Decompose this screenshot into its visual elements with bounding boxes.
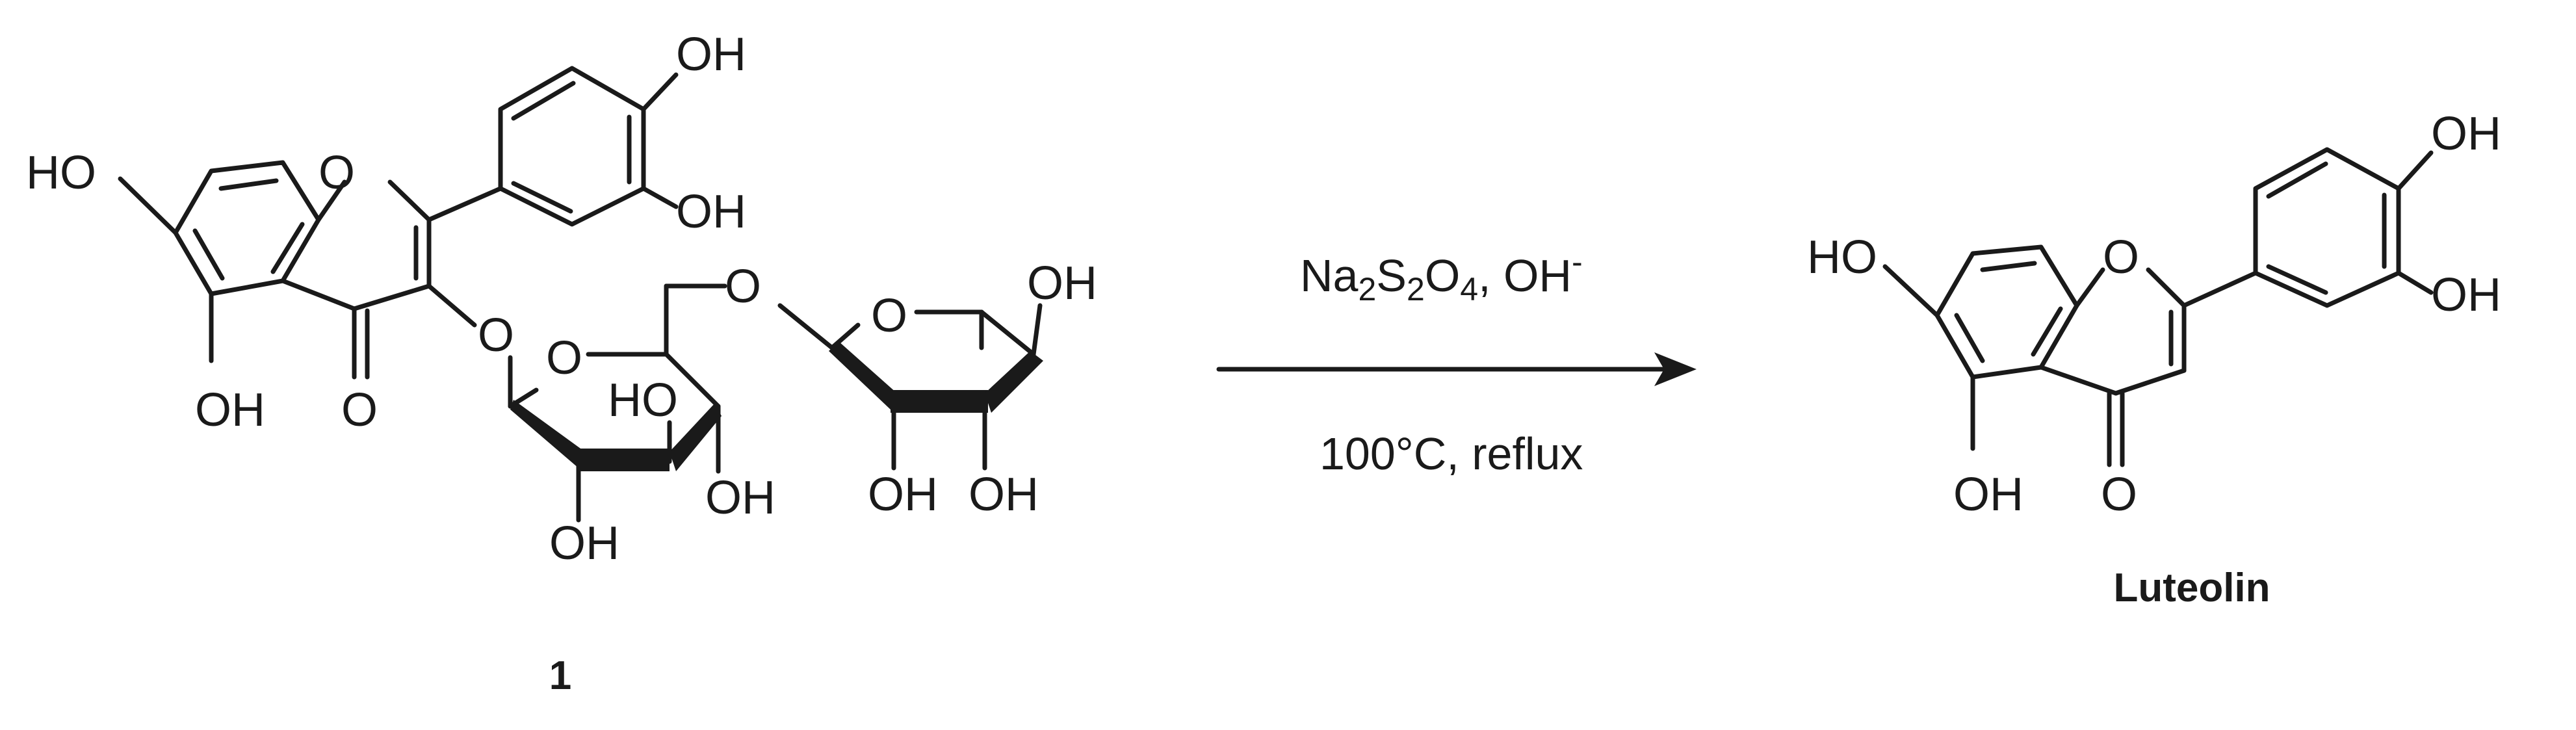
reactant-structure: HO O OH OH OH O O O O O HO OH OH OH OH O… xyxy=(26,29,1097,698)
reaction-arrow-group: Na2S2O4, OH- 100°C, reflux xyxy=(1216,244,1697,479)
reactant-linker-o: O xyxy=(725,261,761,313)
reactant-oh-5: OH xyxy=(195,384,265,436)
product-carbonyl-o: O xyxy=(2101,469,2137,521)
reactant-ring-o: O xyxy=(319,147,355,199)
product-oh-b4: OH xyxy=(2431,108,2501,160)
reactant-oh-b3: OH xyxy=(676,186,746,238)
reactant-glucose-ring-o: O xyxy=(546,332,582,384)
product-ring-o: O xyxy=(2103,231,2139,283)
temperature-label: 100°C, reflux xyxy=(1320,428,1583,479)
reactant-compound-number: 1 xyxy=(549,653,571,698)
reactant-ring-a xyxy=(173,160,321,296)
reactant-rhamnose xyxy=(777,303,1043,471)
product-ring-c xyxy=(2038,267,2187,467)
product-oh-5: OH xyxy=(1953,469,2023,521)
reactant-rhamnose-ring-o: O xyxy=(871,290,907,342)
reactant-glucose-oh-2: OH xyxy=(549,517,619,569)
reactant-rhamnose-oh-4: OH xyxy=(1027,257,1097,309)
reactant-glucose-ho-4: HO xyxy=(608,374,678,426)
product-ring-a xyxy=(1934,244,2079,380)
reactant-carbonyl-o: O xyxy=(341,384,378,436)
reactant-oh-b4: OH xyxy=(676,29,746,81)
product-ring-b xyxy=(2181,147,2434,308)
product-ho-7: HO xyxy=(1807,231,1877,283)
reactant-glycosidic-o: O xyxy=(478,309,514,361)
arrow-head xyxy=(1654,352,1697,386)
reactant-glucose xyxy=(508,283,727,523)
product-name: Luteolin xyxy=(2113,566,2270,610)
reactant-ring-c xyxy=(280,179,432,380)
product-oh-b3: OH xyxy=(2431,269,2501,321)
reactant-glucose-oh-3: OH xyxy=(705,472,775,524)
product-structure: HO O OH OH OH O Luteolin xyxy=(1807,108,2501,610)
reactant-rhamnose-oh-3: OH xyxy=(969,469,1039,521)
reactant-rhamnose-oh-2: OH xyxy=(868,469,938,521)
reagent-label: Na2S2O4, OH- xyxy=(1300,244,1583,307)
reactant-ho-7: HO xyxy=(26,147,96,199)
reactant-ring-b xyxy=(426,66,679,227)
